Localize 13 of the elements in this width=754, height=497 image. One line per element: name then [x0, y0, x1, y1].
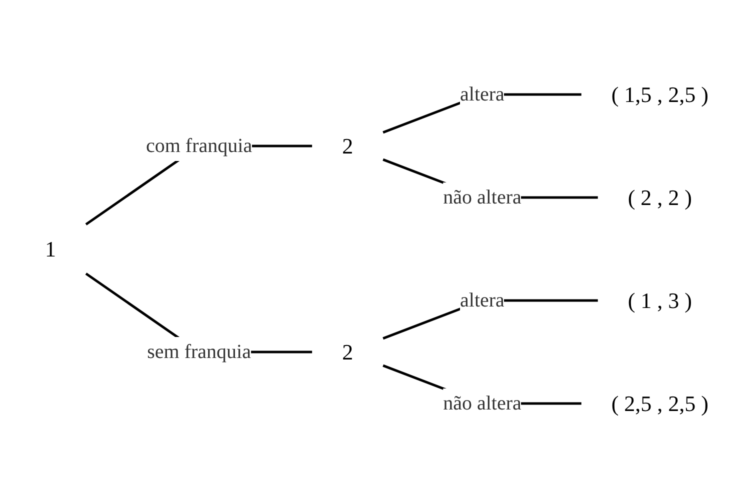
node-text: 2 — [342, 339, 354, 364]
edge-label: com franquia — [146, 134, 252, 156]
edge-label: não altera — [443, 186, 522, 208]
node-text: ( 1,5 , 2,5 ) — [612, 82, 709, 106]
node-text: ( 2 , 2 ) — [628, 184, 692, 210]
edge-label: não altera — [443, 392, 522, 414]
node-text: ( 1 , 3 ) — [628, 288, 692, 312]
edge-label: sem franquia — [147, 340, 252, 362]
node-text: ( 2,5 , 2,5 ) — [612, 390, 709, 416]
edge-label: altera — [460, 83, 505, 105]
edge-label: altera — [460, 289, 505, 311]
node-text: 2 — [342, 133, 354, 158]
node-text: 1 — [45, 236, 56, 261]
